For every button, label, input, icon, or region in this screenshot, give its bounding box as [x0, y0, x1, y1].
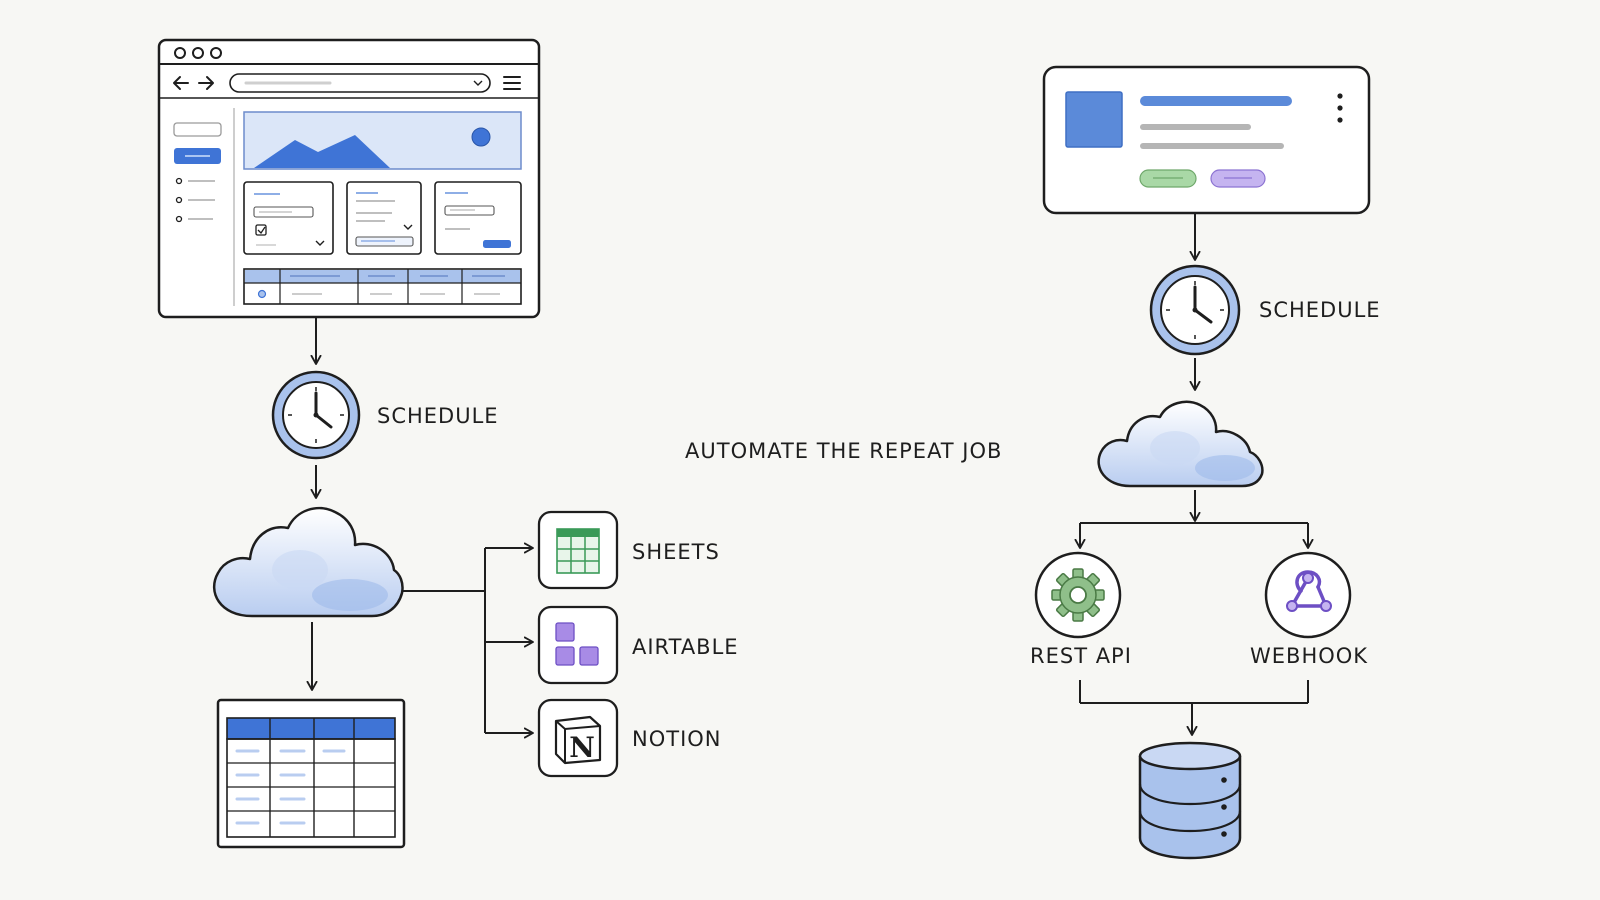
notion-glyph: N	[569, 731, 595, 764]
notion-icon: N	[537, 698, 619, 778]
hero-image-placeholder	[243, 111, 522, 170]
form-card	[346, 181, 422, 255]
browser-sidebar	[173, 122, 222, 223]
connector-cloud-to-destinations	[402, 542, 534, 739]
schedule-label: SCHEDULE	[377, 404, 499, 428]
branch-label-rest-api: REST API	[1030, 644, 1132, 668]
forward-arrow-icon	[198, 76, 214, 90]
cloud-icon	[1097, 400, 1264, 488]
destination-label-airtable: AIRTABLE	[632, 635, 739, 659]
form-card	[434, 181, 522, 255]
browser-data-table	[243, 268, 522, 305]
destination-label-notion: NOTION	[632, 727, 722, 751]
address-bar	[229, 73, 491, 93]
content-card	[1042, 65, 1371, 215]
more-options-icon	[1337, 93, 1343, 123]
gear-icon	[1034, 551, 1122, 639]
airtable-icon	[537, 605, 619, 685]
browser-window	[157, 38, 541, 319]
branch-label-webhook: WEBHOOK	[1250, 644, 1369, 668]
webhook-icon	[1264, 551, 1352, 639]
schedule-clock-icon	[271, 370, 361, 460]
connector-branches-to-database	[1079, 680, 1309, 736]
connector-cloud-to-branches	[1074, 490, 1314, 549]
database-icon	[1138, 741, 1242, 860]
destination-label-sheets: SHEETS	[632, 540, 720, 564]
hamburger-menu-icon	[503, 76, 521, 90]
back-arrow-icon	[173, 76, 189, 90]
schedule-label: SCHEDULE	[1259, 298, 1381, 322]
window-control-dots	[174, 47, 222, 59]
schedule-clock-icon	[1149, 264, 1241, 356]
spreadsheet-table	[216, 698, 406, 849]
cloud-icon	[212, 506, 404, 618]
form-card	[243, 181, 334, 255]
center-caption: AUTOMATE THE REPEAT JOB	[685, 439, 1003, 463]
sheets-icon	[537, 510, 619, 590]
